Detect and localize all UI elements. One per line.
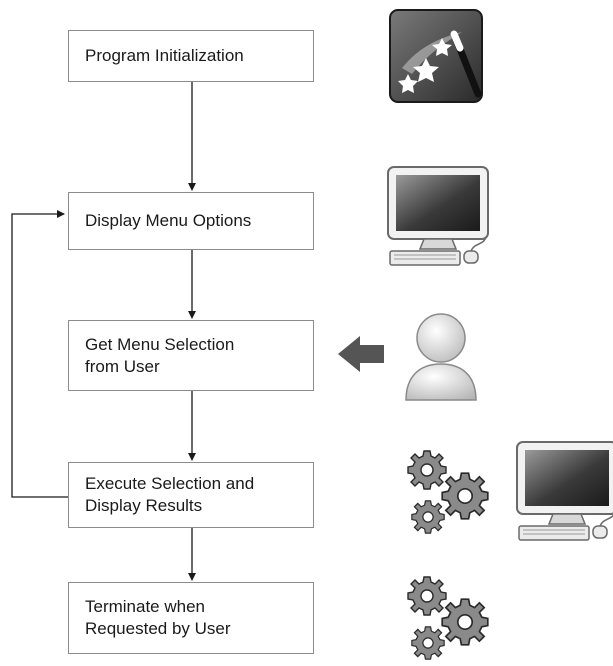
step-terminate: Terminate when Requested by User [68,582,314,654]
arrow-left-icon [338,336,384,372]
step-program-initialization: Program Initialization [68,30,314,82]
gears-icon [407,576,489,660]
computer-icon [384,165,494,275]
step-get-menu-selection: Get Menu Selection from User [68,320,314,391]
step-label: Get Menu Selection from User [85,334,235,376]
gears-icon [407,450,489,534]
step-label: Terminate when Requested by User [85,597,231,638]
step-label: Display Menu Options [85,211,252,230]
step-execute-selection: Execute Selection and Display Results [68,462,314,528]
loop-back-arrow [11,210,68,498]
step-display-menu-options: Display Menu Options [68,192,314,250]
step-label: Execute Selection and Display Results [85,474,255,515]
magic-wand-icon [389,9,483,103]
user-icon [405,313,477,401]
step-label: Program Initialization [85,46,244,65]
computer-icon [513,440,613,550]
